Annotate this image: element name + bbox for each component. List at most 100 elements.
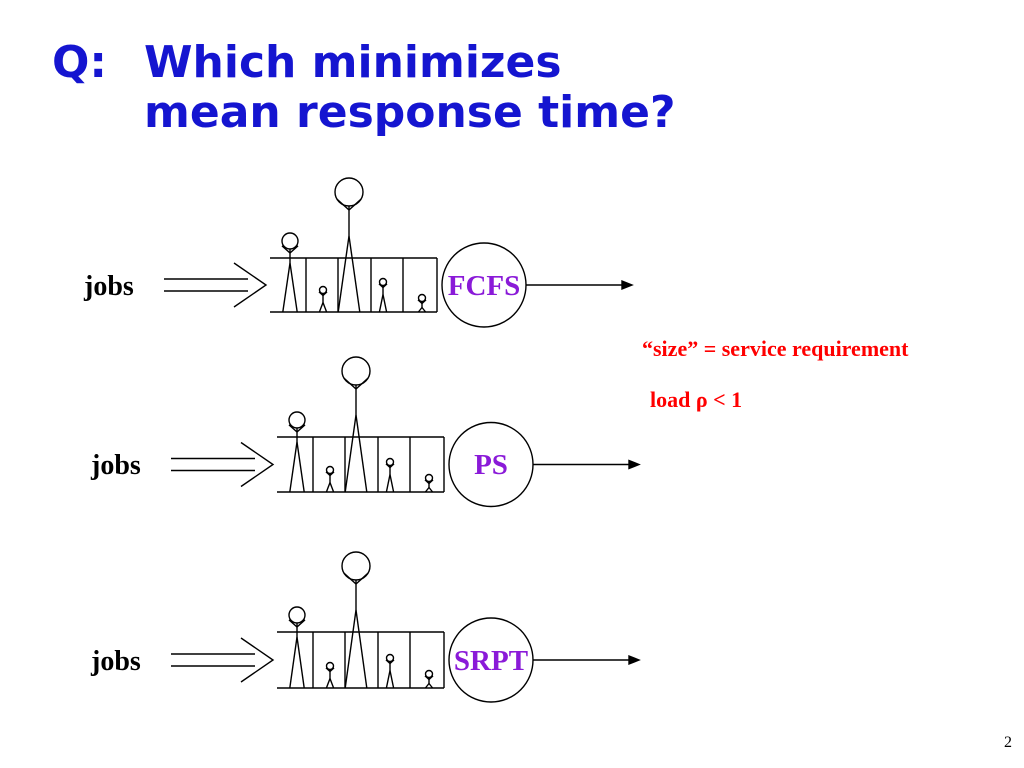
- figure-leg: [389, 474, 395, 493]
- figure-leg: [355, 414, 368, 493]
- figure-leg: [355, 609, 368, 689]
- figure-leg: [318, 302, 324, 313]
- figure-arm: [385, 463, 391, 469]
- figure-arm: [336, 198, 350, 211]
- jobs-label: jobs: [90, 450, 141, 481]
- figure-arm: [325, 667, 331, 673]
- figure-leg: [289, 636, 298, 689]
- title-line-2: mean response time?: [144, 87, 676, 138]
- title-prefix: Q:: [52, 37, 107, 88]
- job-small: [424, 473, 434, 493]
- figure-arm: [389, 463, 395, 469]
- figure-arm: [318, 291, 324, 297]
- figure-leg: [329, 678, 335, 689]
- figure-arm: [424, 675, 430, 681]
- figure-leg: [296, 636, 305, 689]
- figure-arm: [329, 471, 335, 477]
- figure-arm: [421, 299, 427, 305]
- figure-leg: [289, 262, 298, 313]
- figure-leg: [385, 670, 391, 689]
- figure-leg: [382, 294, 388, 313]
- figure-arm: [424, 479, 430, 485]
- job-medium: [281, 232, 299, 313]
- figure-arm: [322, 291, 328, 297]
- figure-head: [281, 232, 299, 250]
- figure-arm: [428, 479, 434, 485]
- figure-leg: [421, 307, 427, 313]
- figure-arm: [378, 283, 384, 289]
- load-note: load ρ < 1: [650, 387, 743, 412]
- jobs-label: jobs: [83, 271, 134, 302]
- job-small: [325, 661, 335, 689]
- job-medium: [288, 606, 306, 689]
- figure-leg: [325, 482, 331, 493]
- figure-leg: [337, 235, 350, 313]
- queue-row-fcfs: jobs FCFS: [83, 177, 634, 328]
- job-small: [424, 669, 434, 689]
- figure-arm: [343, 377, 357, 390]
- figure-arm: [355, 377, 369, 390]
- figure-arm: [385, 659, 391, 665]
- output-arrow: [533, 459, 641, 470]
- queue-row-srpt: jobs SRPT: [90, 551, 641, 703]
- figure-leg: [389, 670, 395, 689]
- figure-arm: [288, 424, 298, 433]
- figure-leg: [282, 262, 291, 313]
- figure-arm: [281, 245, 291, 254]
- jobs-label: jobs: [90, 646, 141, 677]
- job-small: [318, 285, 328, 313]
- size-definition-note: “size” = service requirement: [642, 336, 909, 361]
- figure-leg: [428, 487, 434, 493]
- figure-arm: [289, 245, 299, 254]
- policy-label: FCFS: [448, 270, 521, 302]
- figure-leg: [378, 294, 384, 313]
- figure-leg: [417, 307, 423, 313]
- queue-buffer: [277, 436, 445, 493]
- job-large: [341, 551, 371, 689]
- title-line-1: Which minimizes: [144, 37, 562, 88]
- figure-arm: [343, 572, 357, 585]
- job-small: [417, 293, 427, 313]
- figure-leg: [329, 482, 335, 493]
- figure-arm: [329, 667, 335, 673]
- figure-arm: [348, 198, 362, 211]
- figure-arm: [417, 299, 423, 305]
- input-arrow: [171, 637, 275, 683]
- figure-leg: [385, 474, 391, 493]
- policy-label: SRPT: [454, 645, 528, 677]
- figure-leg: [424, 683, 430, 689]
- job-small: [325, 465, 335, 493]
- figure-arm: [296, 424, 306, 433]
- job-small: [385, 653, 395, 689]
- queue-row-ps: jobs PS: [90, 356, 641, 508]
- figure-leg: [325, 678, 331, 689]
- slide-title: Q: Which minimizes mean response time?: [52, 38, 675, 138]
- figure-leg: [296, 441, 305, 493]
- figure-head: [288, 606, 306, 624]
- slide-number: 2: [1004, 734, 1012, 751]
- figure-leg: [348, 235, 361, 313]
- figure-head: [288, 411, 306, 429]
- policy-label: PS: [474, 449, 508, 481]
- figure-leg: [344, 609, 357, 689]
- output-arrow: [533, 654, 641, 666]
- figure-leg: [289, 441, 298, 493]
- figure-arm: [382, 283, 388, 289]
- input-arrow: [164, 262, 268, 308]
- figure-leg: [344, 414, 357, 493]
- job-medium: [288, 411, 306, 493]
- job-small: [385, 457, 395, 493]
- input-arrow: [171, 441, 275, 488]
- job-large: [334, 177, 364, 313]
- figure-arm: [296, 619, 306, 628]
- figure-arm: [288, 619, 298, 628]
- figure-leg: [424, 487, 430, 493]
- figure-arm: [389, 659, 395, 665]
- job-small: [378, 277, 388, 313]
- output-arrow: [526, 279, 634, 291]
- queue-buffer: [270, 257, 438, 313]
- job-large: [341, 356, 371, 493]
- queue-buffer: [277, 631, 445, 689]
- figure-arm: [325, 471, 331, 477]
